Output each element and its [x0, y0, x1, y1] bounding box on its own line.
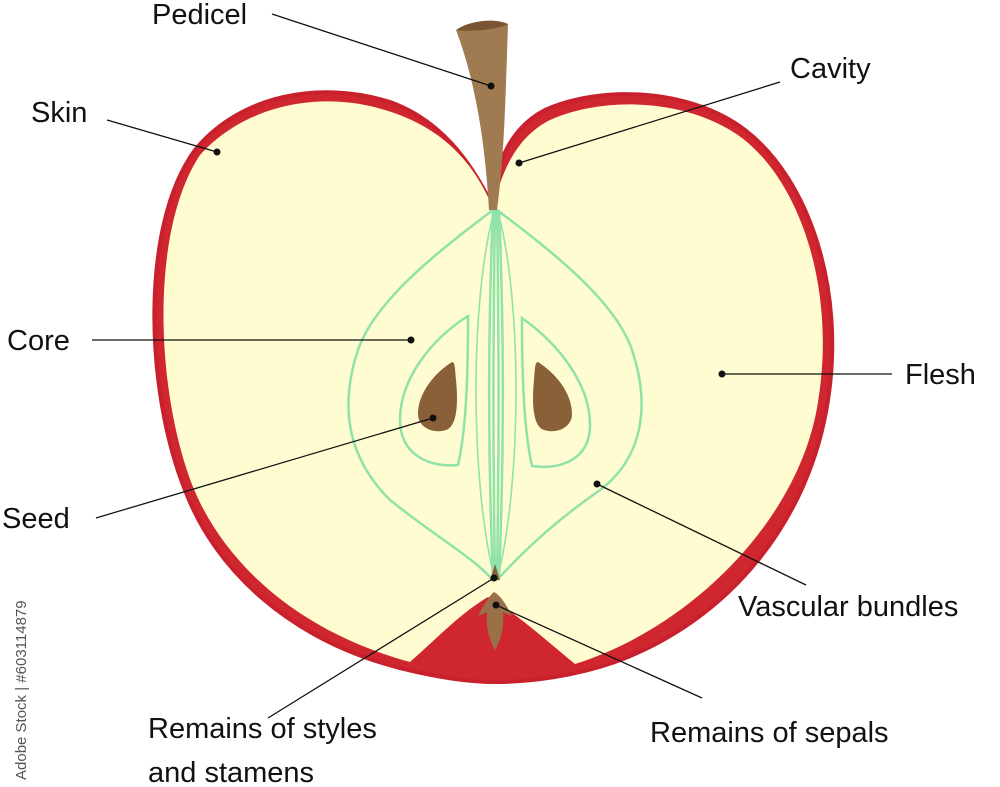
- leader-dot-skin: [213, 148, 221, 156]
- vascular-strand-5: [475, 211, 495, 577]
- vascular-strand-3: [495, 209, 500, 579]
- vascular-strand-2: [492, 209, 497, 579]
- label-vascular-bundles: Vascular bundles: [738, 591, 958, 623]
- carpel-right: [520, 315, 592, 469]
- leader-sepals: [495, 604, 703, 699]
- seed-right: [533, 362, 572, 432]
- label-cavity: Cavity: [790, 53, 871, 85]
- label-remains-styles-line1: Remains of styles: [148, 713, 377, 745]
- leader-dot-pedicel: [487, 82, 495, 90]
- leader-lines: [92, 13, 892, 719]
- vascular-strand-6: [497, 211, 517, 577]
- leader-dot-core: [407, 336, 415, 344]
- label-seed: Seed: [2, 503, 70, 535]
- leader-dot-vascular: [593, 480, 601, 488]
- label-remains-styles-line2: and stamens: [148, 757, 314, 787]
- vascular-bundles: [347, 209, 643, 581]
- label-pedicel: Pedicel: [152, 0, 247, 31]
- leader-pedicel: [271, 13, 492, 87]
- leader-dot-seed: [429, 414, 437, 422]
- leader-styles: [267, 577, 495, 719]
- leader-cavity: [518, 81, 781, 164]
- leader-skin: [106, 119, 218, 153]
- carpel-left: [398, 313, 470, 467]
- label-core: Core: [7, 325, 70, 357]
- core-outline-left: [347, 209, 494, 581]
- leader-dot-sepals: [492, 601, 500, 609]
- core-outline-right: [496, 209, 643, 581]
- seed-left: [418, 362, 457, 432]
- label-skin: Skin: [31, 97, 87, 129]
- leader-seed: [95, 417, 434, 519]
- sepals-remains: [478, 592, 512, 650]
- leader-dots: [213, 82, 726, 609]
- pedicel-stem-tip: [456, 20, 508, 31]
- leader-dot-styles: [490, 574, 498, 582]
- vascular-strand-1: [488, 209, 495, 579]
- label-remains-sepals: Remains of sepals: [650, 717, 889, 749]
- leader-dot-cavity: [515, 159, 523, 167]
- pedicel-stem: [456, 22, 508, 210]
- vascular-strand-4: [497, 209, 504, 579]
- stock-watermark: Adobe Stock | #603114879: [13, 600, 30, 780]
- leader-dot-flesh: [718, 370, 726, 378]
- label-flesh: Flesh: [905, 359, 976, 391]
- leader-vascular: [596, 483, 807, 586]
